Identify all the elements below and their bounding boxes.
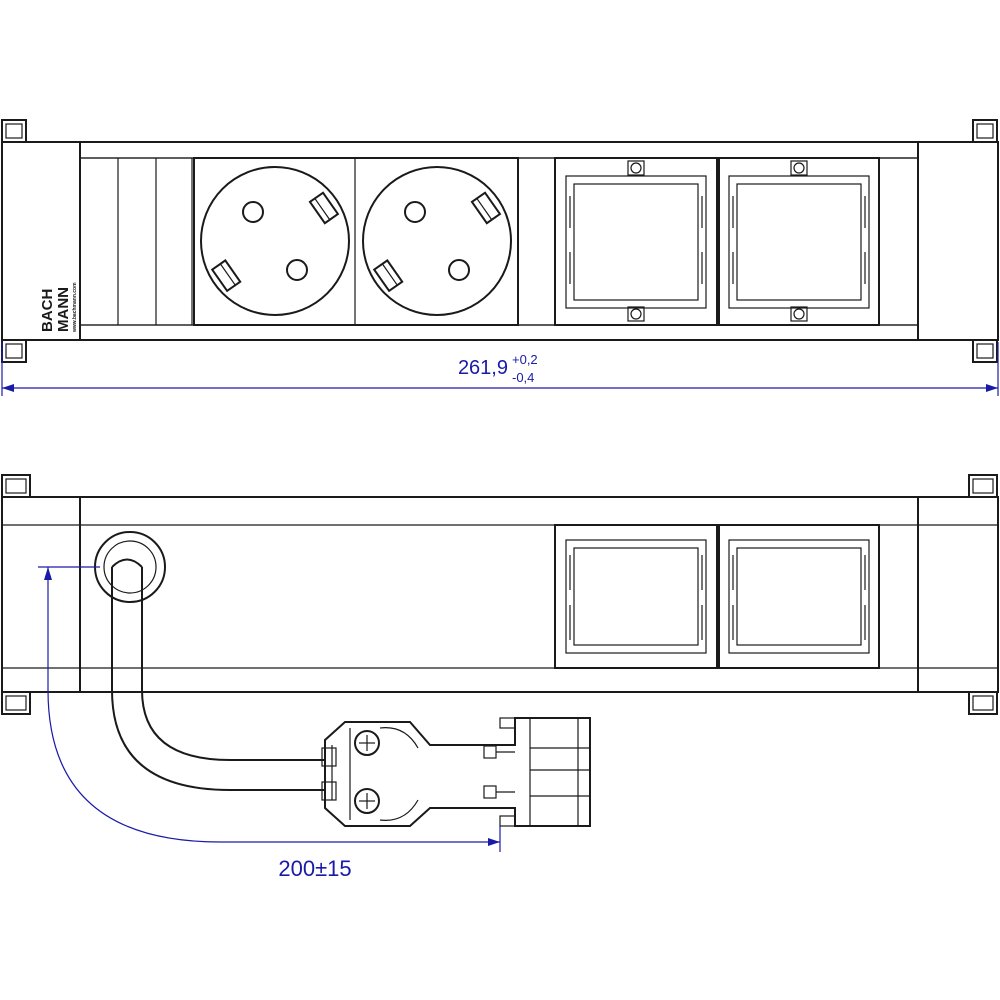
width-tolerance-lower: -0,4 [512, 370, 534, 385]
cable-length-value: 200±15 [278, 856, 351, 881]
cable-length-dimension: 200±15 [38, 566, 501, 881]
data-module-1 [554, 157, 718, 326]
socket-module-frame [193, 157, 519, 326]
socket-pin-hole [404, 201, 426, 223]
end-cap-right [917, 141, 999, 341]
earth-clip [372, 259, 404, 293]
phillips-screw-icon [354, 730, 380, 756]
brand-line-1: BACH [39, 289, 56, 332]
mounting-clip-bottom-left [1, 339, 27, 363]
screw-icon [793, 308, 805, 320]
power-cable [111, 567, 325, 791]
socket-pin-hole [448, 259, 470, 281]
gst-connector [321, 717, 591, 827]
mounting-clip-top-right [968, 474, 998, 498]
rear-view: 200±15 [1, 474, 999, 881]
mounting-clip-top-right [972, 119, 998, 143]
socket-pin-hole [242, 201, 264, 223]
screw-icon [630, 308, 642, 320]
mounting-clip-bottom-right [972, 339, 998, 363]
brand-line-2: MANN [55, 287, 72, 332]
phillips-screw-icon [354, 788, 380, 814]
data-module-2 [718, 157, 880, 326]
screw-icon [793, 162, 805, 174]
brand-url: www.bachmann.com [72, 282, 78, 333]
screw-icon [630, 162, 642, 174]
cable-gland [94, 531, 166, 603]
width-dimension: 261,9 +0,2 -0,4 [1, 342, 999, 396]
earth-clip [210, 259, 242, 293]
socket-pin-hole [286, 259, 308, 281]
schuko-socket-2 [362, 166, 512, 316]
end-cap-left [1, 496, 81, 693]
profile-body [80, 496, 918, 693]
bachmann-logo: BACH MANN www.bachmann.com [39, 282, 78, 333]
width-tolerance-upper: +0,2 [512, 352, 538, 367]
rear-module-2 [718, 524, 880, 669]
end-cap-right [917, 496, 999, 693]
mounting-clip-top-left [1, 119, 27, 143]
schuko-socket-1 [200, 166, 350, 316]
earth-clip [308, 191, 340, 225]
end-cap-left [1, 141, 81, 341]
blank-module [79, 157, 193, 326]
profile-body [80, 141, 918, 341]
width-dimension-value: 261,9 [458, 357, 508, 379]
mounting-clip-top-left [1, 474, 31, 498]
mounting-clip-bottom-left [1, 691, 31, 715]
top-view: BACH MANN www.bachmann.com 261,9 +0,2 -0… [1, 119, 999, 396]
earth-clip [470, 191, 502, 225]
rear-module-1 [554, 524, 718, 669]
mounting-clip-bottom-right [968, 691, 998, 715]
